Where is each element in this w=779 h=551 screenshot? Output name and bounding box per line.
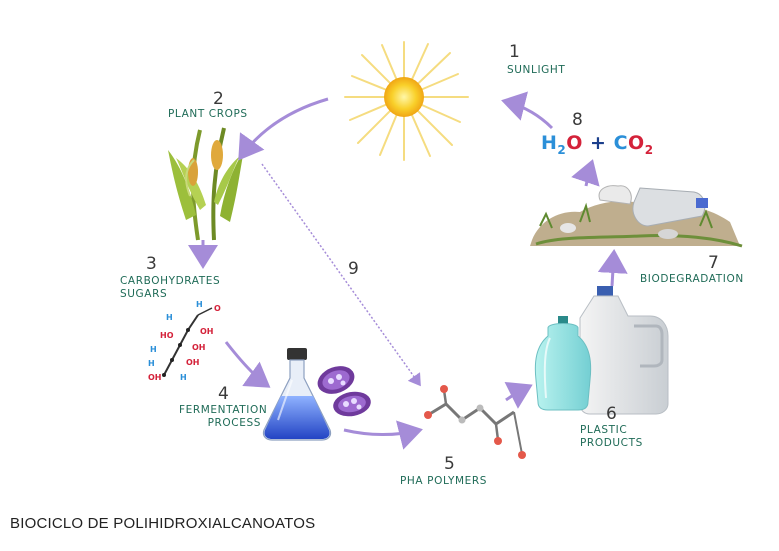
step-5-number: 5 bbox=[444, 454, 455, 474]
formula-o2: O bbox=[628, 132, 645, 154]
arrow-biodegradation-to-h2o-co2 bbox=[571, 159, 600, 187]
molecule-o-label: O bbox=[214, 304, 221, 313]
step-6-label-line2: PRODUCTS bbox=[580, 437, 643, 449]
sugar-molecule-icon: O H H OH HO OH H OH H OH H bbox=[148, 300, 221, 382]
step-1-number: 1 bbox=[509, 42, 520, 62]
step-8-number: 8 bbox=[572, 110, 583, 130]
arrow-sugars-to-fermentation bbox=[224, 341, 271, 388]
formula-h-subscript: 2 bbox=[557, 142, 567, 157]
step-7-label: BIODEGRADATION bbox=[640, 273, 744, 285]
step-4-number: 4 bbox=[218, 384, 229, 404]
step-2-number: 2 bbox=[213, 89, 224, 109]
molecule-oh-label: OH bbox=[148, 373, 162, 382]
formula-h: H bbox=[541, 132, 558, 154]
step-6-number: 6 bbox=[606, 404, 617, 424]
molecule-h-label: H bbox=[166, 313, 173, 322]
flask-icon bbox=[262, 348, 332, 441]
molecule-oh-label: OH bbox=[186, 358, 200, 367]
arrow-sun-to-crops bbox=[238, 97, 329, 161]
molecule-h-label: H bbox=[150, 345, 157, 354]
molecule-h-label: H bbox=[180, 373, 187, 382]
formula-c: C bbox=[613, 132, 629, 154]
arrow-fermentation-to-pha bbox=[343, 420, 423, 450]
bacteria-icon bbox=[317, 366, 371, 417]
step-5-label: PHA POLYMERS bbox=[400, 475, 488, 487]
step-4-label: FERMENTATION PROCESS bbox=[179, 404, 268, 430]
h2o-co2-formula: H2O + CO2 bbox=[541, 132, 654, 157]
step-6-label-line1: PLASTIC bbox=[580, 424, 628, 436]
cycle-arrows bbox=[188, 91, 628, 450]
formula-o: O bbox=[566, 132, 583, 154]
step-3-label: CARBOHYDRATES SUGARS bbox=[120, 275, 220, 301]
molecule-h-label: H bbox=[196, 300, 203, 309]
step-3-number: 3 bbox=[146, 254, 157, 274]
corn-plant-icon bbox=[168, 127, 244, 241]
step-7-number: 7 bbox=[708, 253, 719, 273]
formula-plus: + bbox=[590, 132, 607, 154]
step-4-label-line2: PROCESS bbox=[207, 417, 261, 429]
step-9-number: 9 bbox=[348, 259, 359, 279]
step-3-label-line2: SUGARS bbox=[120, 288, 168, 300]
biodegradation-pile-icon bbox=[530, 185, 743, 248]
arrow-pha-to-products bbox=[504, 381, 533, 409]
step-3-label-line1: CARBOHYDRATES bbox=[120, 275, 221, 287]
step-2-label: PLANT CROPS bbox=[168, 108, 248, 120]
arrow-h2o-co2-to-sun bbox=[501, 91, 554, 130]
molecule-ho-label: HO bbox=[160, 331, 174, 340]
step-6-label: PLASTIC PRODUCTS bbox=[580, 424, 643, 450]
arrow-products-to-biodegradation bbox=[597, 249, 628, 287]
plastic-bottles-icon bbox=[534, 286, 669, 415]
formula-o2-subscript: 2 bbox=[644, 142, 654, 157]
pha-polymer-molecule-icon bbox=[424, 385, 526, 459]
molecule-h-label: H bbox=[148, 359, 155, 368]
molecule-oh-label: OH bbox=[200, 327, 214, 336]
figure-caption: BIOCICLO DE POLIHIDROXIALCANOATOS bbox=[10, 515, 316, 532]
molecule-oh-label: OH bbox=[192, 343, 206, 352]
sun-icon bbox=[344, 41, 469, 161]
step-1-label: SUNLIGHT bbox=[507, 64, 566, 76]
step-4-label-line1: FERMENTATION bbox=[179, 404, 268, 416]
arrow-crops-to-pha-direct bbox=[261, 163, 421, 387]
